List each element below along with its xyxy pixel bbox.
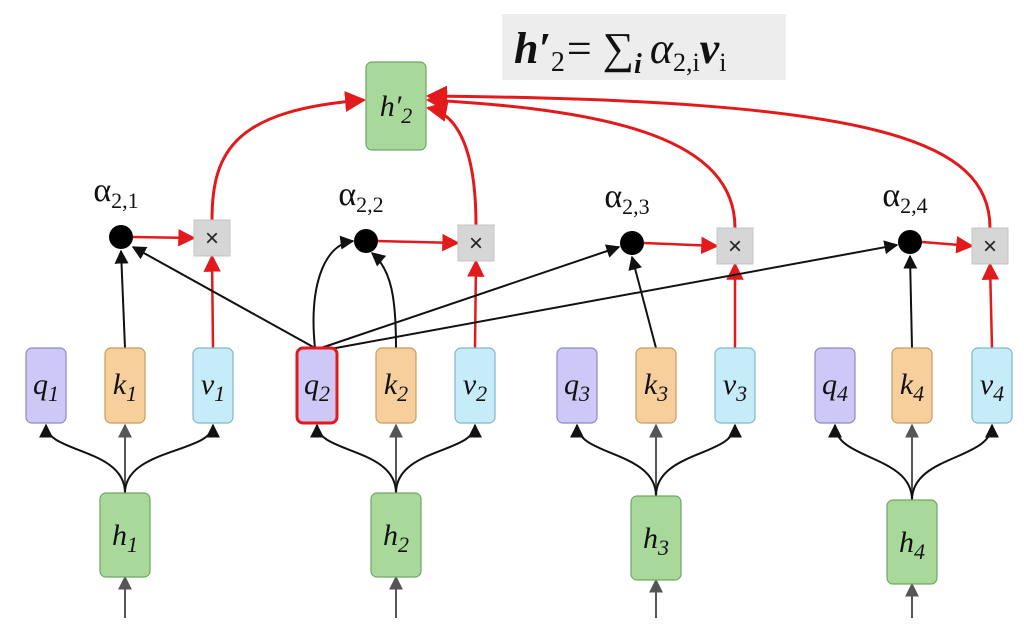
- multiply-node: [457, 224, 495, 262]
- key-label: k1: [113, 368, 137, 406]
- attention-score-dot: [354, 229, 378, 253]
- key-node: [375, 347, 417, 424]
- attention-score-label: α2,3: [604, 178, 649, 219]
- key-node: [104, 347, 146, 424]
- v-to-mul-arrow: [467, 259, 485, 349]
- attention-score-label: α2,4: [882, 177, 927, 218]
- q2-to-alpha-arrow: [320, 244, 621, 349]
- mul-to-output-arrow: [425, 101, 478, 226]
- multiply-symbol: ×: [983, 233, 997, 260]
- attention-score-dot: [898, 230, 922, 254]
- alpha-to-mul-arrow: [921, 236, 974, 254]
- h-to-q-arrow: [310, 423, 397, 494]
- key-node: [635, 347, 677, 424]
- k-to-alpha-arrow: [628, 255, 657, 349]
- value-label: v4: [980, 368, 1004, 406]
- q2-to-alpha-arrow: [324, 240, 899, 351]
- alpha-to-mul-arrow: [132, 228, 196, 247]
- h-to-q-arrow: [828, 423, 913, 501]
- formula-box: [502, 14, 786, 80]
- k-to-alpha-arrow: [903, 254, 918, 349]
- attention-score-dot: [109, 225, 133, 249]
- multiply-node: [193, 219, 231, 257]
- value-label: v1: [201, 368, 225, 406]
- h-to-q-arrow: [39, 423, 126, 494]
- value-node: [192, 347, 234, 424]
- key-node: [891, 347, 933, 424]
- alpha-to-mul-arrow: [377, 233, 460, 252]
- hidden-label: h2: [383, 519, 409, 557]
- key-label: k3: [644, 368, 668, 406]
- mul-to-output-arrow: [425, 90, 737, 229]
- mul-to-output-arrow: [425, 85, 992, 229]
- value-label: v2: [463, 368, 487, 406]
- k-to-alpha-arrow: [370, 252, 397, 349]
- query-node: [295, 346, 339, 425]
- q2-to-alpha-arrow: [131, 246, 316, 349]
- v-to-mul-arrow: [981, 262, 1000, 349]
- query-node: [25, 347, 67, 424]
- hidden-label: h1: [112, 519, 138, 557]
- query-node: [814, 347, 856, 424]
- value-node: [454, 347, 496, 424]
- multiply-symbol: ×: [205, 225, 219, 252]
- value-node: [714, 347, 756, 424]
- multiply-symbol: ×: [469, 230, 483, 257]
- q2-to-alpha-arrow: [312, 235, 355, 349]
- query-label: q1: [33, 368, 59, 406]
- output-node: [365, 61, 427, 151]
- h-to-q-arrow: [570, 423, 657, 497]
- multiply-symbol: ×: [728, 233, 742, 260]
- multiply-node: [716, 227, 754, 265]
- h-to-v-arrow: [655, 423, 742, 497]
- query-label: q4: [822, 368, 848, 406]
- v-to-mul-arrow: [203, 254, 221, 349]
- attention-score-label: α2,1: [93, 172, 138, 213]
- hidden-label: h3: [643, 522, 669, 560]
- query-node: [556, 347, 598, 424]
- k-to-alpha-arrow: [114, 249, 129, 349]
- hidden-node: [630, 495, 682, 581]
- multiply-node: [971, 227, 1009, 265]
- hidden-node: [370, 492, 422, 578]
- query-label: q3: [564, 368, 590, 406]
- value-node: [971, 347, 1013, 424]
- query-label: q2: [304, 368, 330, 406]
- alpha-to-mul-arrow: [643, 236, 719, 255]
- h-to-v-arrow: [395, 423, 482, 494]
- value-label: v3: [723, 368, 747, 406]
- attention-score-label: α2,2: [338, 176, 383, 217]
- h-to-v-arrow: [124, 423, 220, 494]
- key-label: k4: [900, 368, 924, 406]
- hidden-node: [886, 499, 938, 585]
- output-node-label: h′2: [380, 90, 413, 128]
- key-label: k2: [384, 368, 408, 406]
- hidden-node: [99, 492, 151, 578]
- h-to-v-arrow: [911, 423, 999, 501]
- hidden-label: h4: [899, 526, 925, 564]
- attention-score-dot: [620, 231, 644, 255]
- mul-to-output-arrow: [210, 91, 367, 221]
